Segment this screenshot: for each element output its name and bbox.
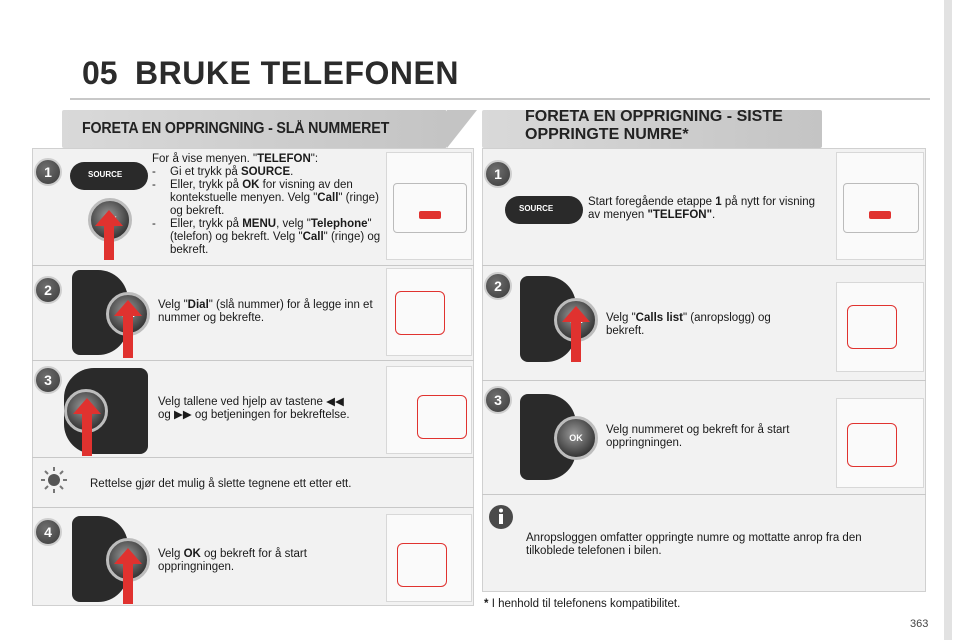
step-4-text: Velg OK og bekreft for å start oppringni… (158, 548, 378, 574)
footnote: * I henhold til telefonens kompatibilite… (484, 598, 680, 610)
step-1-text: Start foregående etappe 1 på nytt for vi… (588, 196, 820, 222)
text-run: Velg tallene ved hjelp av tastene (158, 396, 323, 408)
divider (32, 507, 474, 508)
chapter-number: 05 (82, 55, 118, 91)
left-section-banner (62, 110, 477, 148)
text-run: og bekreft for å start oppringningen. (158, 548, 307, 573)
source-button-graphic: SOURCE (70, 162, 148, 190)
text-run: Gi et trykk på (170, 166, 241, 178)
header-rule (70, 98, 930, 100)
text-run: og (158, 409, 171, 421)
heading-line: FORETA EN OPPRIGNING - SISTE (525, 108, 783, 125)
text-run: ": (310, 153, 319, 165)
bold-run: TELEFON (257, 153, 311, 165)
bold-run: Calls list (635, 312, 683, 324)
press-arrow-icon (73, 398, 101, 456)
step-1-text: For å vise menyen. "TELEFON": -Gi et try… (152, 153, 381, 256)
step-2-text: Velg "Calls list" (anropslogg) og bekref… (606, 312, 806, 338)
dashboard-thumbnail (386, 366, 472, 454)
bold-run: OK (242, 179, 260, 191)
step-1-badge: 1 (34, 158, 62, 186)
divider (32, 265, 474, 266)
text-run: , velg " (276, 218, 311, 230)
press-arrow-icon (562, 306, 590, 362)
press-arrow-icon (114, 548, 142, 604)
step-2-badge: 2 (484, 272, 512, 300)
text-run: Velg " (606, 312, 636, 324)
chapter-title: BRUKE TELEFONEN (135, 55, 459, 91)
dashboard-thumbnail (836, 398, 924, 488)
step-3-text: Velg tallene ved hjelp av tastene ◀◀ og … (158, 396, 386, 422)
text-run: Velg " (158, 299, 188, 311)
text-run: " (ringe) og bekreft. (170, 192, 379, 217)
bold-run: Telephone (310, 218, 368, 230)
text-run: for visning av den kontekstuelle menyen.… (170, 179, 353, 204)
left-section-heading: FORETA EN OPPRINGNING - SLÅ NUMMERET (82, 120, 390, 137)
text-run: . (712, 209, 716, 221)
dashboard-thumbnail (386, 514, 472, 602)
bold-run: Call (317, 192, 339, 204)
source-label: SOURCE (88, 170, 123, 179)
rewind-icon: ◀◀ (326, 396, 344, 408)
step-3-text: Velg nummeret og bekreft for å start opp… (606, 424, 790, 449)
bold-run: Call (302, 231, 324, 243)
right-section-banner (482, 110, 822, 148)
dashboard-thumbnail (836, 152, 924, 260)
divider (32, 457, 474, 458)
text-run: Start foregående etappe (588, 196, 716, 208)
bold-run: 1 (715, 196, 722, 208)
divider (482, 380, 926, 381)
tip-text: Rettelse gjør det mulig å slette tegnene… (90, 478, 352, 490)
dashboard-thumbnail (836, 282, 924, 372)
step-1-badge: 1 (484, 160, 512, 188)
info-icon (489, 505, 513, 529)
text-run: på nytt for visning av menyen (588, 196, 815, 221)
text-run: Eller, trykk på (170, 218, 243, 230)
text-run: " (telefon) og bekreft. Velg " (170, 218, 372, 243)
divider (482, 265, 926, 266)
ok-knob-icon: OK (554, 416, 598, 460)
footnote-text: I henhold til telefonens kompatibilitet. (491, 598, 681, 610)
text-run: og betjeningen for bekreftelse. (194, 409, 350, 421)
page-edge-bar (944, 0, 952, 640)
source-label: SOURCE (519, 204, 554, 213)
text-run: " (slå nummer) for å legge inn et nummer… (158, 299, 373, 324)
page-number: 363 (910, 618, 929, 630)
dashboard-thumbnail (386, 268, 472, 356)
text-run: " (anropslogg) og bekreft. (606, 312, 771, 337)
ok-label: OK (569, 433, 583, 443)
right-section-heading: FORETA EN OPPRIGNING - SISTE OPPRINGTE N… (525, 108, 783, 144)
bold-run: MENU (242, 218, 277, 230)
tip-lightbulb-icon (41, 467, 67, 493)
step-3-badge: 3 (484, 386, 512, 414)
bold-run: "TELEFON" (647, 209, 713, 221)
press-arrow-icon (114, 300, 142, 358)
text-run: Eller, trykk på (170, 179, 243, 191)
source-button-graphic: SOURCE (505, 196, 583, 224)
bold-run: SOURCE (240, 166, 291, 178)
heading-line: OPPRINGTE NUMRE* (525, 126, 689, 143)
bold-run: OK (183, 548, 201, 560)
text-run: " (ringe) og bekreft. (170, 231, 381, 256)
step-3-badge: 3 (34, 366, 62, 394)
text-run: . (290, 166, 294, 178)
bold-run: Dial (187, 299, 209, 311)
step-2-text: Velg "Dial" (slå nummer) for å legge inn… (158, 299, 378, 325)
forward-icon: ▶▶ (174, 409, 192, 421)
info-text: Anropsloggen omfatter oppringte numre og… (526, 532, 862, 557)
divider (482, 494, 926, 495)
step-2-badge: 2 (34, 276, 62, 304)
step-4-badge: 4 (34, 518, 62, 546)
divider (32, 360, 474, 361)
text-run: Velg (158, 548, 184, 560)
text-run: For å vise menyen. " (152, 153, 258, 165)
press-arrow-icon (95, 210, 123, 260)
dashboard-thumbnail (386, 152, 472, 260)
footnote-star: * (484, 598, 489, 610)
